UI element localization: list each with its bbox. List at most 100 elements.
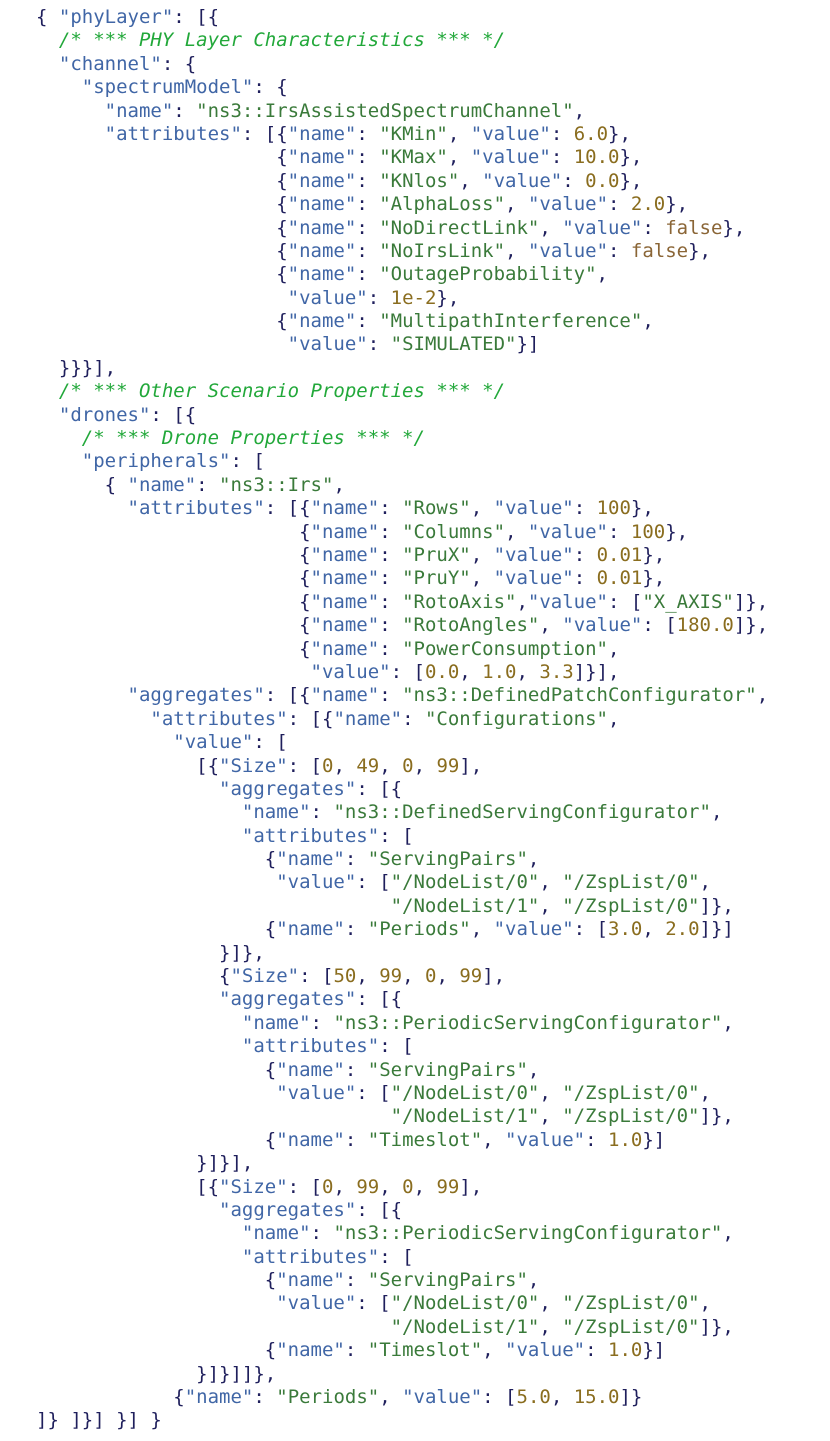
code-line: "value": ["/NodeList/0", "/ZspList/0",	[36, 1082, 768, 1105]
json-punctuation: {	[36, 239, 288, 262]
json-punctuation: ]},	[733, 590, 769, 613]
json-punctuation: ,	[470, 543, 494, 566]
json-string: "/NodeList/0"	[390, 1081, 540, 1104]
json-punctuation: ,	[539, 614, 563, 637]
json-number: 0.0	[585, 169, 620, 192]
json-string: "/ZspList/0"	[562, 894, 700, 917]
json-punctuation: {	[36, 216, 288, 239]
json-key: "name"	[310, 590, 380, 613]
json-key: "aggregates"	[219, 1198, 357, 1221]
json-punctuation: ,	[527, 848, 540, 871]
json-number: 0.0	[424, 660, 460, 683]
json-key: "name"	[287, 216, 357, 239]
json-key: "value"	[493, 497, 574, 520]
json-punctuation: },	[665, 520, 689, 543]
json-punctuation	[36, 825, 242, 847]
json-punctuation: ,	[642, 918, 666, 941]
json-key: "name"	[287, 122, 357, 145]
json-number: 1.0	[482, 660, 517, 683]
json-punctuation: ,	[482, 1128, 506, 1151]
json-key: "attributes"	[241, 824, 380, 847]
json-punctuation: ,	[539, 894, 563, 917]
json-number: 0.01	[596, 543, 643, 566]
json-punctuation: {	[36, 263, 288, 286]
json-number: 100	[630, 520, 666, 543]
json-punctuation: ,	[333, 754, 357, 777]
json-punctuation: ]},	[733, 614, 769, 637]
json-punctuation: :	[310, 801, 334, 824]
code-comment: /* *** Drone Properties *** */	[81, 427, 425, 450]
json-punctuation: {	[36, 1339, 277, 1362]
json-punctuation: ,	[516, 590, 528, 613]
json-punctuation: : [	[230, 450, 265, 473]
json-punctuation: : [{	[241, 122, 288, 145]
json-number: 180.0	[676, 614, 734, 637]
json-number: 2.0	[630, 193, 666, 216]
json-string: "Periods"	[276, 1386, 380, 1409]
json-number: 49	[356, 754, 380, 777]
json-punctuation: :	[608, 520, 631, 543]
json-punctuation: {	[36, 6, 59, 28]
json-punctuation: {	[36, 169, 288, 192]
json-punctuation: :	[367, 286, 391, 309]
code-line: "value": "SIMULATED"}]	[36, 333, 768, 356]
json-punctuation: : [	[287, 1175, 322, 1198]
json-punctuation: : [	[299, 965, 334, 988]
json-punctuation: : {	[253, 76, 288, 99]
json-punctuation: :	[356, 122, 380, 145]
json-string: "AlphaLoss"	[379, 193, 506, 216]
json-punctuation: : [{	[356, 777, 403, 800]
json-punctuation: ,	[505, 193, 528, 216]
json-punctuation: :	[344, 1269, 368, 1292]
code-line: {"name": "RotoAngles", "value": [180.0]}…	[36, 614, 768, 637]
json-key: "name"	[276, 918, 345, 941]
json-punctuation: ,	[505, 520, 528, 543]
json-key: "value"	[402, 1386, 483, 1409]
json-string: "RotoAxis"	[402, 590, 517, 613]
code-line: "aggregates": [{"name": "ns3::DefinedPat…	[36, 684, 769, 707]
json-key: "value"	[493, 918, 574, 941]
json-punctuation: ]},	[699, 1105, 734, 1128]
json-punctuation: ,	[447, 146, 471, 169]
json-punctuation: }]},	[36, 941, 265, 964]
json-punctuation: ,	[379, 754, 403, 777]
json-punctuation: ]},	[699, 894, 734, 917]
json-punctuation: :	[573, 497, 597, 520]
json-number: 50	[333, 965, 357, 988]
json-punctuation: : [{	[173, 6, 220, 28]
json-punctuation: :	[379, 590, 403, 613]
json-string: "SIMULATED"	[390, 333, 517, 356]
json-key: "value"	[276, 871, 357, 894]
json-key: "value"	[527, 193, 609, 216]
json-punctuation: ,	[516, 660, 540, 683]
json-punctuation: ,	[356, 965, 380, 988]
json-key: "name"	[310, 684, 380, 707]
json-punctuation: :	[173, 99, 197, 122]
json-punctuation: :	[402, 707, 425, 730]
code-line: }]}]]},	[36, 1363, 768, 1386]
json-key: "name"	[276, 848, 345, 871]
json-string: "Timeslot"	[367, 1128, 483, 1151]
json-punctuation: :	[310, 1011, 334, 1034]
json-string: "Timeslot"	[367, 1339, 483, 1362]
json-key: "value"	[562, 614, 643, 637]
code-line: {"name": "PruY", "value": 0.01},	[36, 567, 768, 590]
code-line: { "phyLayer": [{	[36, 6, 768, 29]
json-key: "attributes"	[241, 1035, 380, 1058]
json-punctuation	[36, 1292, 276, 1314]
json-punctuation: {	[36, 473, 128, 496]
json-punctuation: :	[367, 333, 391, 356]
json-punctuation: :	[310, 1222, 334, 1245]
code-line: {"name": "Periods", "value": [5.0, 15.0]…	[36, 1386, 768, 1409]
json-string: "KNlos"	[379, 169, 460, 192]
json-punctuation: ]}	[619, 1386, 643, 1409]
json-punctuation: }]	[642, 1128, 666, 1151]
json-punctuation: ,	[470, 918, 494, 941]
json-string: "ServingPairs"	[367, 848, 528, 871]
json-string: "MultipathInterference"	[379, 310, 643, 333]
json-punctuation: :	[356, 310, 380, 333]
code-line: "value": ["/NodeList/0", "/ZspList/0",	[36, 1292, 768, 1315]
json-key: "phyLayer"	[58, 6, 174, 28]
json-key: "attributes"	[150, 707, 288, 730]
json-punctuation: ,	[699, 1292, 711, 1315]
